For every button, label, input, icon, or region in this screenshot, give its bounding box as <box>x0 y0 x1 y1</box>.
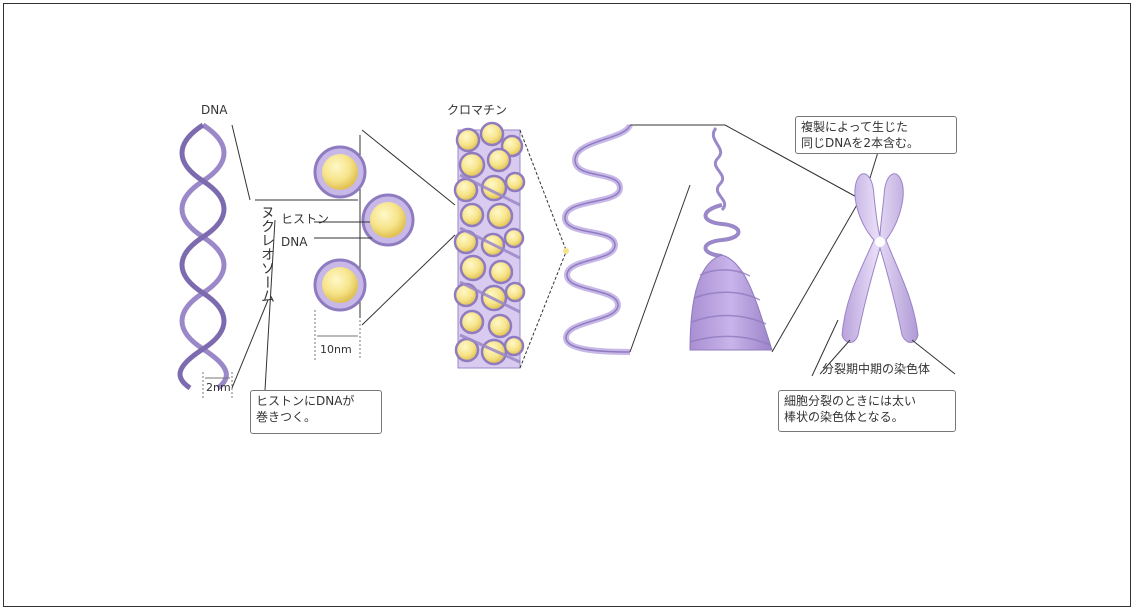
chromatin-label: クロマチン <box>447 103 507 117</box>
replication-callout: 複製によって生じた 同じDNAを2本含む。 <box>795 116 957 154</box>
coiled-chromatin <box>690 128 772 350</box>
replication-line-2: 同じDNAを2本含む。 <box>801 135 951 151</box>
replication-line-1: 複製によって生じた <box>801 119 951 135</box>
histone-wrap-line-2: 巻きつく。 <box>256 409 376 425</box>
scale-10nm-label: 10nm <box>320 344 352 356</box>
histone-wrap-line-1: ヒストンにDNAが <box>256 393 376 409</box>
histone-label: ヒストン <box>281 212 329 226</box>
division-line-1: 細胞分裂のときには太い <box>784 393 950 409</box>
nucleosome-label: ヌクレオソーム <box>260 205 274 303</box>
division-callout: 細胞分裂のときには太い 棒状の染色体となる。 <box>778 390 956 432</box>
metaphase-chromosome <box>842 174 918 343</box>
nucleosome-detail <box>255 135 413 318</box>
scale-2nm-label: 2nm <box>206 382 231 394</box>
dna-helix <box>180 125 226 388</box>
division-line-2: 棒状の染色体となる。 <box>784 409 950 425</box>
chromatin-fiber <box>455 123 524 368</box>
folded-chromatin-loops <box>563 125 630 352</box>
metaphase-chromosome-label: 分裂期中期の染色体 <box>822 362 930 376</box>
dna-label: DNA <box>201 103 227 117</box>
histone-wrap-callout: ヒストンにDNAが 巻きつく。 <box>250 390 382 434</box>
dna-part-label: DNA <box>281 235 307 249</box>
chromatin-zoom-lines <box>520 130 566 368</box>
